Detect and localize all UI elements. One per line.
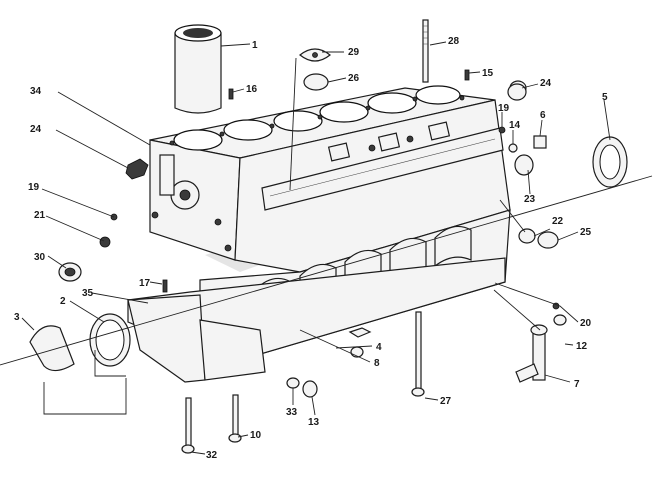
cylinder-liner-part [174,24,222,114]
expansion-plug-part [303,73,329,91]
front-face-details [151,154,232,252]
callout-14: 14 [509,120,521,131]
callout-24-right: 24 [540,78,552,89]
bottom-nuts [348,327,372,358]
callout-19-left: 19 [28,182,40,193]
callout-12: 12 [576,341,588,352]
cylinder-block [127,85,511,383]
side-bosses [327,121,451,162]
callout-24-left: 24 [30,124,42,135]
callout-7: 7 [574,379,580,390]
callout-17: 17 [139,278,151,289]
callout-27: 27 [440,396,452,407]
callout-32: 32 [206,450,218,461]
rear-seal-part [592,136,628,188]
bolt-part-27 [411,311,425,397]
pin-part [162,279,168,293]
rear-pin-parts [515,302,567,383]
callout-20: 20 [580,318,592,329]
callout-5: 5 [602,92,608,103]
plug-parts [125,80,527,180]
front-seal-parts [29,313,131,372]
callout-19-right: 19 [498,103,510,114]
cover-plate-part [299,48,331,62]
callout-16: 16 [246,84,258,95]
cam-bushings [518,228,559,249]
callout-28: 28 [448,36,460,47]
leader-lines [0,41,653,455]
callout-labels: 1 2 3 4 5 6 7 8 10 12 13 14 15 16 17 19 … [14,36,608,461]
callout-13: 13 [308,417,320,428]
callout-29: 29 [348,47,360,58]
callout-23: 23 [524,194,536,205]
callout-22: 22 [552,216,564,227]
callout-4: 4 [376,342,382,353]
small-plugs [508,135,547,176]
dowel-pins [228,69,470,100]
callout-25: 25 [580,227,592,238]
cylinder-bores [173,85,461,151]
head-stud-part [422,19,429,83]
callout-2: 2 [60,296,66,307]
callout-34: 34 [30,86,42,97]
callout-15: 15 [482,68,494,79]
callout-30: 30 [34,252,46,263]
callout-26: 26 [348,73,360,84]
callout-35: 35 [82,288,94,299]
callout-6: 6 [540,110,546,121]
drain-plug-parts [286,377,318,398]
callout-8: 8 [374,358,380,369]
callout-10: 10 [250,430,262,441]
callout-21: 21 [34,210,46,221]
callout-33: 33 [286,407,298,418]
long-bolts [181,394,242,454]
callout-1: 1 [252,40,258,51]
callout-3: 3 [14,312,20,323]
deck-bolt-holes [169,95,465,146]
